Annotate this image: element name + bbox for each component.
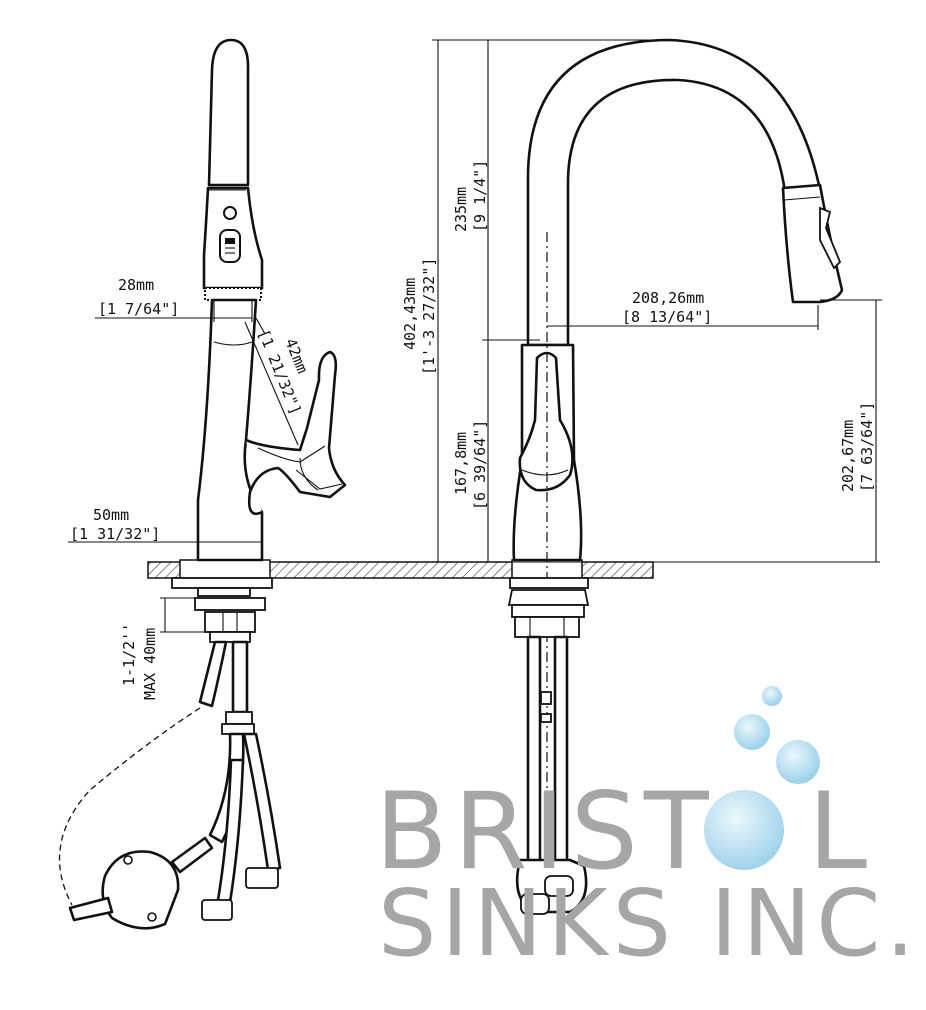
dimension-lines: [68, 39, 882, 633]
bristol-sinks-logo: BRIST L SINKS INC.: [375, 686, 920, 977]
faucet-front-view: [507, 38, 844, 915]
logo-bubble-large: [776, 740, 820, 784]
countertop: [147, 559, 654, 581]
dimension-labels: 28mm [1 7/64"] 42mm [1 21/32"] 50mm [1 3…: [70, 160, 876, 700]
deck-hole-inch: 1-1/2'': [120, 623, 138, 686]
spout-clearance-inch: [7 63/64"]: [858, 402, 876, 492]
spout-reach-inch: [8 13/64"]: [622, 308, 712, 326]
logo-bubble-o: [704, 790, 784, 870]
logo-bubble-small: [762, 686, 782, 706]
deck-hole-mm: MAX 40mm: [141, 628, 159, 700]
base-width-inch: [1 31/32"]: [70, 525, 160, 543]
spout-height-inch: [9 1/4"]: [471, 160, 489, 232]
body-height-mm: 167,8mm: [452, 432, 470, 495]
logo-line1: BRIST: [375, 770, 715, 893]
logo-bubble-medium: [734, 714, 770, 750]
logo-line2: SINKS INC.: [378, 870, 920, 977]
faucet-side-view: [58, 38, 347, 930]
spout-clearance-mm: 202,67mm: [839, 420, 857, 492]
aerator-width-mm: 28mm: [118, 276, 154, 294]
total-height-mm: 402,43mm: [401, 278, 419, 350]
logo-line1-end: L: [808, 770, 867, 893]
spout-reach-mm: 208,26mm: [632, 289, 704, 307]
total-height-inch: [1'-3 27/32"]: [420, 258, 438, 375]
spout-height-mm: 235mm: [452, 187, 470, 232]
body-height-inch: [6 39/64"]: [471, 420, 489, 510]
aerator-width-inch: [1 7/64"]: [98, 300, 179, 318]
base-width-mm: 50mm: [93, 506, 129, 524]
